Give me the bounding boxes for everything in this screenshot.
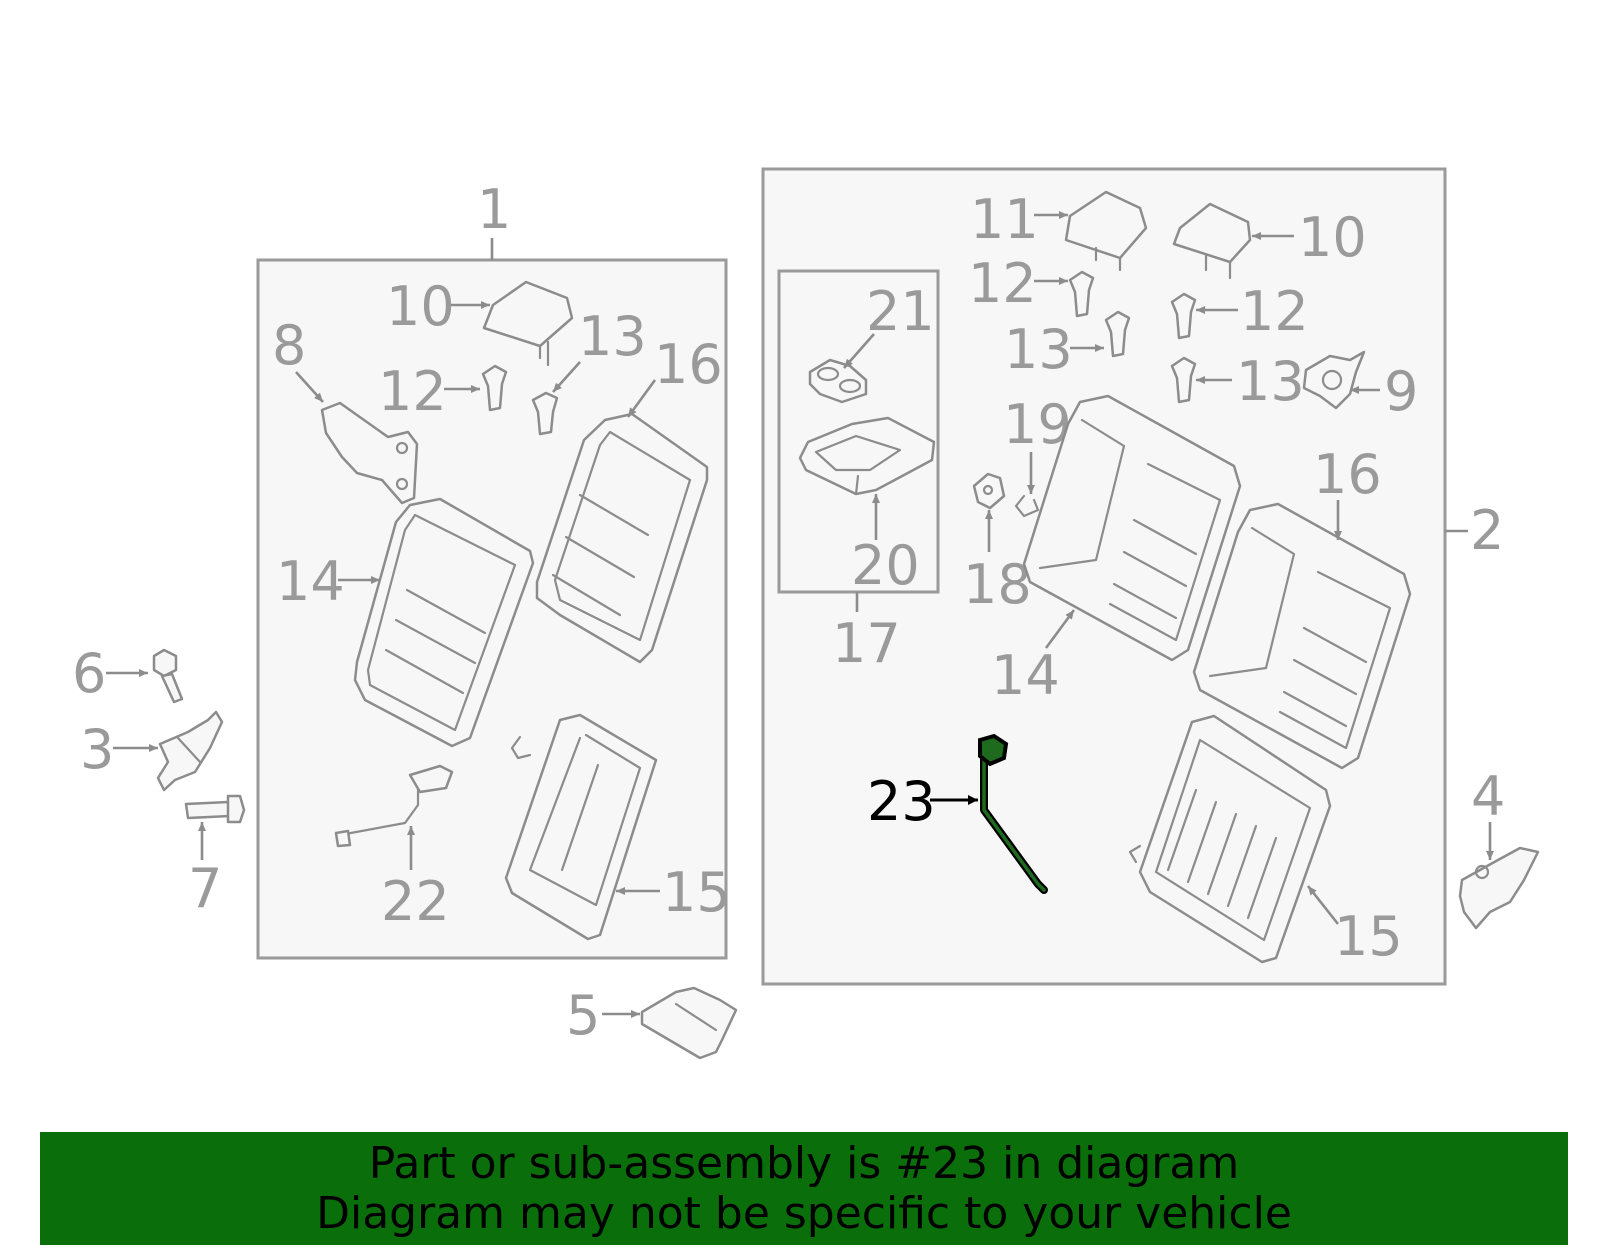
- callout-18: 18: [963, 553, 1032, 616]
- seatback-panel-part: [504, 713, 658, 941]
- bracket-18-part: [972, 472, 1006, 510]
- highlighted-part-23: [978, 733, 1048, 894]
- callout-21: 21: [866, 280, 935, 343]
- callout-5: 5: [566, 984, 600, 1047]
- cover-5-part: [640, 986, 738, 1060]
- callout-14-left: 14: [276, 550, 345, 613]
- bolt-7-part: [184, 794, 246, 824]
- callout-13-right: 13: [1236, 350, 1305, 413]
- guide-13-center-part: [1104, 310, 1131, 358]
- guide-13-right-part: [1170, 356, 1197, 404]
- clip-9-part: [1302, 350, 1366, 410]
- banner-line-1: Part or sub-assembly is #23 in diagram: [368, 1137, 1240, 1189]
- callout-10-right: 10: [1298, 206, 1367, 269]
- callout-16-left: 16: [654, 333, 723, 396]
- guide-12-right-part: [1170, 292, 1197, 340]
- callout-22: 22: [381, 870, 450, 933]
- callout-9: 9: [1384, 360, 1418, 423]
- callout-12-center: 12: [968, 252, 1037, 315]
- callout-1: 1: [477, 178, 511, 241]
- headrest-center-part: [1064, 190, 1148, 272]
- callout-11: 11: [970, 188, 1039, 251]
- callout-15-right: 15: [1334, 905, 1403, 968]
- armrest-part: [798, 416, 936, 496]
- callout-6: 6: [72, 642, 106, 705]
- callout-15-left: 15: [662, 861, 731, 924]
- callout-12-left: 12: [378, 360, 447, 423]
- headrest-guide-locking-part: [531, 391, 559, 436]
- callout-17: 17: [832, 612, 901, 675]
- bracket-4-part: [1458, 846, 1540, 930]
- guide-12-center-part: [1068, 270, 1095, 318]
- banner-line-2: Diagram may not be specific to your vehi…: [316, 1187, 1292, 1239]
- seatback-cover-part: [535, 412, 709, 664]
- headrest-right-part: [1172, 202, 1252, 280]
- seatback-part: [353, 497, 535, 748]
- callout-2: 2: [1470, 499, 1504, 562]
- callout-16-right: 16: [1313, 443, 1382, 506]
- headrest-part: [482, 280, 574, 367]
- seatback-right-part: [1022, 394, 1242, 662]
- callout-23: 23: [867, 770, 936, 833]
- wiring-harness-part: [334, 764, 454, 848]
- callout-7: 7: [188, 857, 222, 920]
- callout-13-center: 13: [1004, 318, 1073, 381]
- assembly-box-17: [777, 269, 940, 594]
- callout-8: 8: [272, 314, 306, 377]
- headrest-guide-part: [481, 364, 508, 412]
- callout-20: 20: [851, 534, 920, 597]
- bracket-part: [320, 401, 419, 505]
- callout-3: 3: [80, 718, 114, 781]
- latch-part: [156, 710, 224, 792]
- callout-12-right: 12: [1240, 280, 1309, 343]
- seatback-frame-right-part: [1128, 714, 1332, 964]
- clip-part: [510, 735, 532, 760]
- callout-10-left: 10: [386, 275, 455, 338]
- info-banner: Part or sub-assembly is #23 in diagram D…: [40, 1132, 1568, 1245]
- bolt-6-part: [152, 648, 184, 704]
- callout-13-left: 13: [578, 305, 647, 368]
- callout-14-right: 14: [991, 644, 1060, 707]
- cup-holder-part: [808, 358, 868, 404]
- hook-clip-19-part: [1014, 494, 1040, 518]
- callout-4: 4: [1471, 765, 1505, 828]
